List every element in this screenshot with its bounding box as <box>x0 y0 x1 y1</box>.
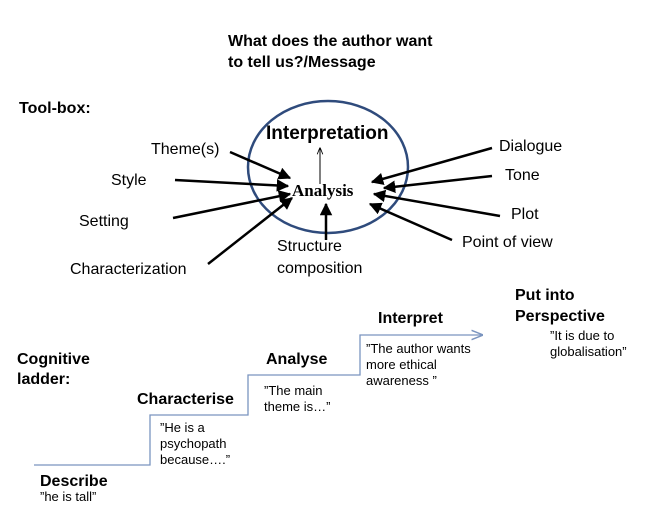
arrow-tone <box>382 174 493 193</box>
step-characterise-quote-1: ”He is a <box>160 420 205 435</box>
tool-style: Style <box>111 172 147 189</box>
step-analyse-label: Analyse <box>266 351 328 368</box>
interpretation-ellipse <box>246 99 410 235</box>
cognitive-ladder-steps <box>34 335 482 466</box>
arrow-plot <box>372 189 501 218</box>
toolbox-title: Tool-box: <box>19 100 91 117</box>
arrow-characterization <box>207 197 293 265</box>
arrow-theme <box>229 150 292 180</box>
tool-tone: Tone <box>505 167 540 184</box>
step-perspective-quote-2: globalisation” <box>550 344 627 359</box>
step-analyse-quote-2: theme is…” <box>264 399 331 414</box>
step-describe-quote: ”he is tall” <box>40 489 97 504</box>
tool-point-of-view: Point of view <box>462 234 553 251</box>
step-interpret-quote-1: ”The author wants <box>366 341 471 356</box>
step-perspective-quote-1: ”It is due to <box>550 328 615 343</box>
step-interpret-label: Interpret <box>378 310 443 327</box>
arrow-style <box>174 178 290 192</box>
tool-theme: Theme(s) <box>151 141 220 158</box>
interpretation-label: Interpretation <box>266 123 389 144</box>
message-question-line2: to tell us?/Message <box>228 54 376 71</box>
arrow-setting <box>172 190 292 220</box>
step-perspective-label-line1: Put into <box>515 287 575 304</box>
step-describe-label: Describe <box>40 473 108 490</box>
step-interpret-quote-3: awareness ” <box>366 373 437 388</box>
arrow-point-of-view <box>368 202 453 242</box>
tool-plot: Plot <box>511 206 539 223</box>
tool-dialogue: Dialogue <box>499 138 563 155</box>
ladder-title-line2: ladder: <box>17 371 71 388</box>
step-characterise-quote-2: psychopath <box>160 436 227 451</box>
step-analyse-quote-1: ”The main <box>264 383 323 398</box>
ladder-title-line1: Cognitive <box>17 351 90 368</box>
step-characterise-label: Characterise <box>137 391 234 408</box>
analysis-label: Analysis <box>292 181 354 200</box>
arrow-dialogue <box>370 146 493 185</box>
tool-setting: Setting <box>79 213 129 230</box>
tool-structure-line2: composition <box>277 260 363 277</box>
message-question-line1: What does the author want <box>228 33 433 50</box>
step-interpret-quote-2: more ethical <box>366 357 437 372</box>
step-characterise-quote-3: because….” <box>160 452 231 467</box>
step-perspective-label-line2: Perspective <box>515 308 605 325</box>
tool-structure-line1: Structure <box>277 238 342 255</box>
tool-characterization: Characterization <box>70 261 187 278</box>
